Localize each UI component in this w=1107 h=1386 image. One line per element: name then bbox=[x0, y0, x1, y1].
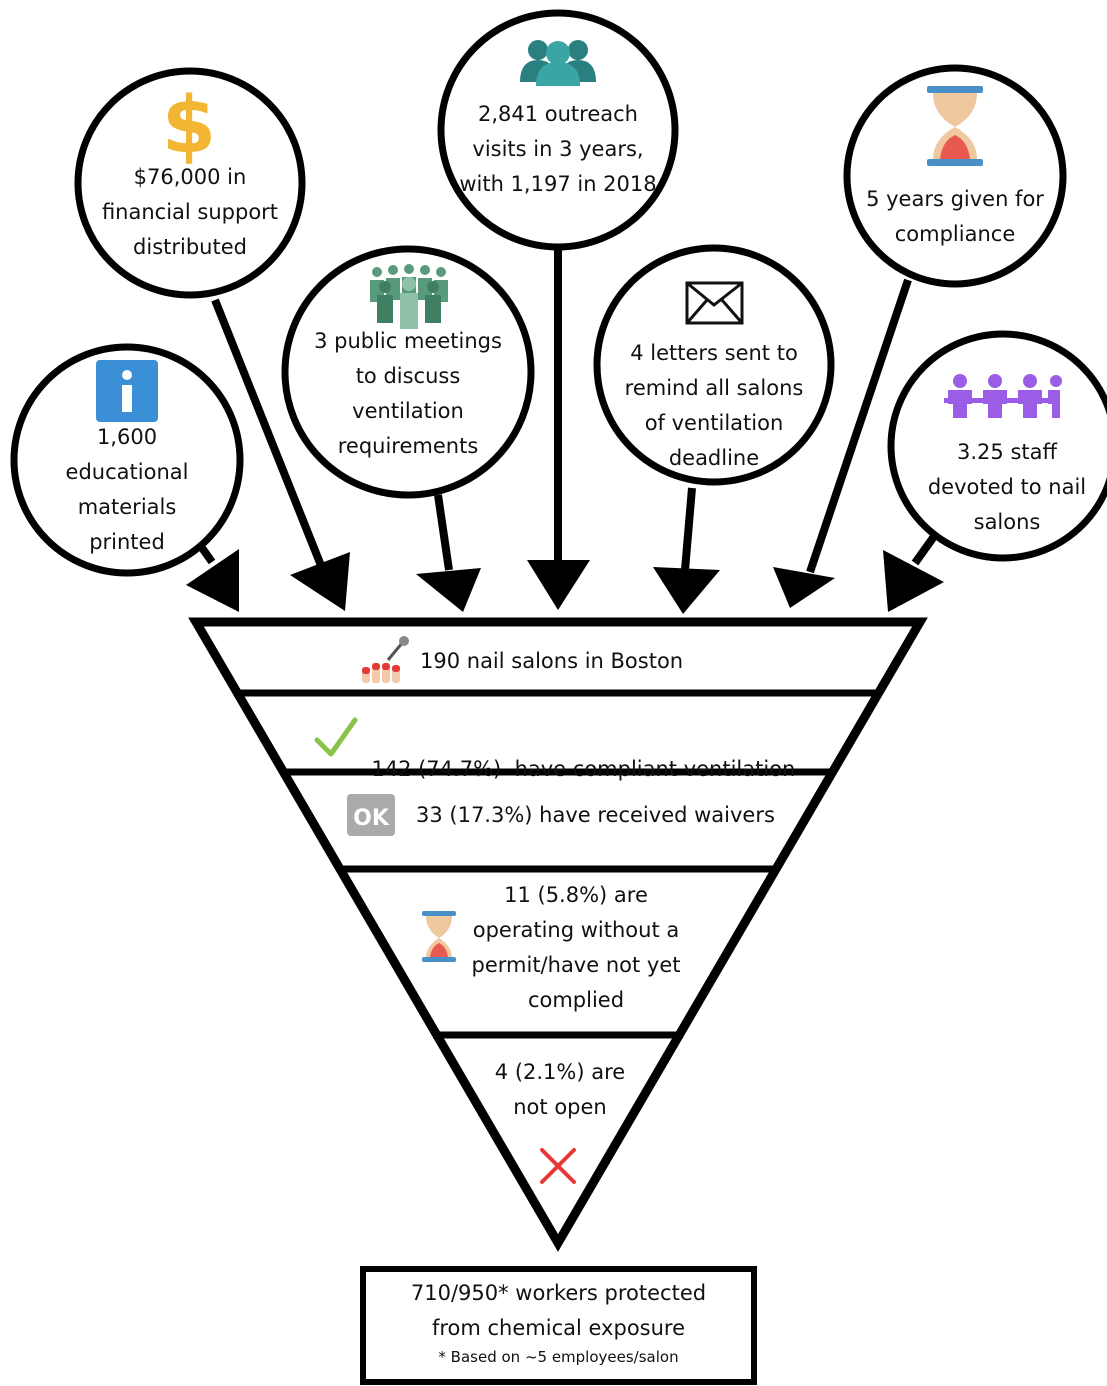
funnel-layer-text: 4 (2.1%) are bbox=[494, 1060, 626, 1084]
funnel-layer-text: permit/have not yet bbox=[471, 953, 681, 977]
funnel-layer-total: 190 nail salons in Boston bbox=[420, 644, 700, 679]
footer-footnote: * Based on ~5 employees/salon bbox=[438, 1348, 679, 1366]
funnel-layer-text: 33 (17.3%) have received waivers bbox=[416, 803, 775, 827]
arrow-staff bbox=[911, 532, 939, 566]
stat-letters-line: 4 letters sent to bbox=[630, 341, 798, 365]
footer-line-workers: 710/950* workers protected bbox=[410, 1281, 707, 1305]
funnel-layer-no-permit: 11 (5.8%) are operating without a permit… bbox=[456, 878, 696, 1018]
funnel-layer-waivers: 33 (17.3%) have received waivers bbox=[416, 798, 776, 833]
stat-educational-line: materials bbox=[77, 495, 177, 519]
ok-icon: OK bbox=[347, 794, 395, 836]
x-icon bbox=[540, 1148, 576, 1184]
stat-compliance-time: 5 years given for compliance bbox=[855, 182, 1055, 252]
stat-letters: 4 letters sent to remind all salons of v… bbox=[604, 336, 824, 476]
stat-outreach-line: with 1,197 in 2018 bbox=[459, 172, 657, 196]
stat-outreach-line: 2,841 outreach bbox=[477, 102, 638, 126]
circle-compliance bbox=[843, 64, 1067, 288]
funnel-layer-not-open: 4 (2.1%) are not open bbox=[460, 1055, 660, 1125]
circle-outreach bbox=[437, 9, 679, 251]
stat-staff-line: devoted to nail bbox=[927, 475, 1087, 499]
arrowhead-financial bbox=[290, 552, 350, 611]
arrowhead-compliance bbox=[773, 567, 835, 608]
stat-financial-line: financial support bbox=[101, 200, 279, 224]
funnel-outline bbox=[188, 617, 928, 1252]
funnel-layer-compliant: 142 (74.7%) have compliant ventilation bbox=[358, 717, 798, 787]
stat-meetings-line: 3 public meetings bbox=[314, 329, 502, 353]
dollar-icon: $ bbox=[162, 81, 216, 171]
stat-staff: 3.25 staff devoted to nail salons bbox=[912, 435, 1102, 540]
circle-educational bbox=[10, 343, 244, 577]
arrow-compliance bbox=[806, 278, 912, 574]
footer-text: 710/950* workers protected from chemical… bbox=[366, 1276, 751, 1368]
stat-staff-line: salons bbox=[973, 510, 1041, 534]
stat-letters-line: remind all salons bbox=[624, 376, 804, 400]
funnel-layer-text: 190 nail salons in Boston bbox=[420, 649, 684, 673]
stat-meetings: 3 public meetings to discuss ventilation… bbox=[298, 324, 518, 464]
stat-outreach-line: visits in 3 years, bbox=[472, 137, 644, 161]
stat-compliance-line: compliance bbox=[894, 222, 1016, 246]
funnel bbox=[188, 617, 928, 1252]
arrowhead-meetings bbox=[416, 568, 481, 612]
hourglass-icon bbox=[927, 86, 983, 166]
crowd-icon bbox=[370, 264, 448, 329]
circle-meetings bbox=[281, 245, 535, 499]
funnel-layer-text: 142 (74.7%) have compliant ventilation bbox=[371, 757, 796, 781]
stat-staff-line: 3.25 staff bbox=[957, 440, 1057, 464]
circle-letters bbox=[593, 244, 835, 486]
nail-polish-icon bbox=[362, 636, 409, 683]
people-icon bbox=[944, 374, 1062, 418]
funnel-layer-text: not open bbox=[513, 1095, 607, 1119]
stat-compliance-line: 5 years given for bbox=[866, 187, 1044, 211]
group-icon bbox=[520, 40, 596, 86]
stat-financial-line: distributed bbox=[133, 235, 247, 259]
hourglass-small-icon bbox=[422, 911, 456, 962]
arrowhead-outreach bbox=[527, 560, 590, 610]
arrows bbox=[186, 248, 944, 614]
stat-letters-line: of ventilation bbox=[644, 411, 784, 435]
envelope-icon bbox=[685, 281, 744, 325]
footer-box bbox=[360, 1266, 757, 1385]
stat-educational-line: 1,600 bbox=[96, 425, 158, 449]
footer-line-exposure: from chemical exposure bbox=[431, 1316, 686, 1340]
funnel-layer-text: 11 (5.8%) are bbox=[504, 883, 648, 907]
circle-financial bbox=[74, 67, 306, 299]
stat-educational: 1,600 educational materials printed bbox=[27, 420, 227, 560]
stat-outreach: 2,841 outreach visits in 3 years, with 1… bbox=[448, 97, 668, 202]
checkmark-icon bbox=[314, 717, 358, 757]
stat-financial-line: $76,000 in bbox=[133, 165, 247, 189]
stat-financial: $76,000 in financial support distributed bbox=[80, 160, 300, 265]
arrow-financial bbox=[211, 298, 326, 570]
funnel-layer-text: complied bbox=[527, 988, 625, 1012]
stat-meetings-line: to discuss bbox=[355, 364, 461, 388]
arrowhead-staff bbox=[883, 550, 944, 612]
arrow-letters bbox=[681, 487, 696, 571]
ok-icon-label: OK bbox=[353, 806, 390, 831]
stat-educational-line: educational bbox=[65, 460, 189, 484]
stat-letters-line: deadline bbox=[668, 446, 760, 470]
arrowhead-letters bbox=[653, 567, 720, 614]
info-icon bbox=[96, 360, 158, 422]
stat-meetings-line: requirements bbox=[337, 434, 479, 458]
arrow-meetings bbox=[434, 494, 453, 571]
stat-meetings-line: ventilation bbox=[352, 399, 464, 423]
funnel-layer-text: operating without a bbox=[472, 918, 680, 942]
stat-educational-line: printed bbox=[89, 530, 165, 554]
arrowhead-educational bbox=[186, 549, 239, 612]
